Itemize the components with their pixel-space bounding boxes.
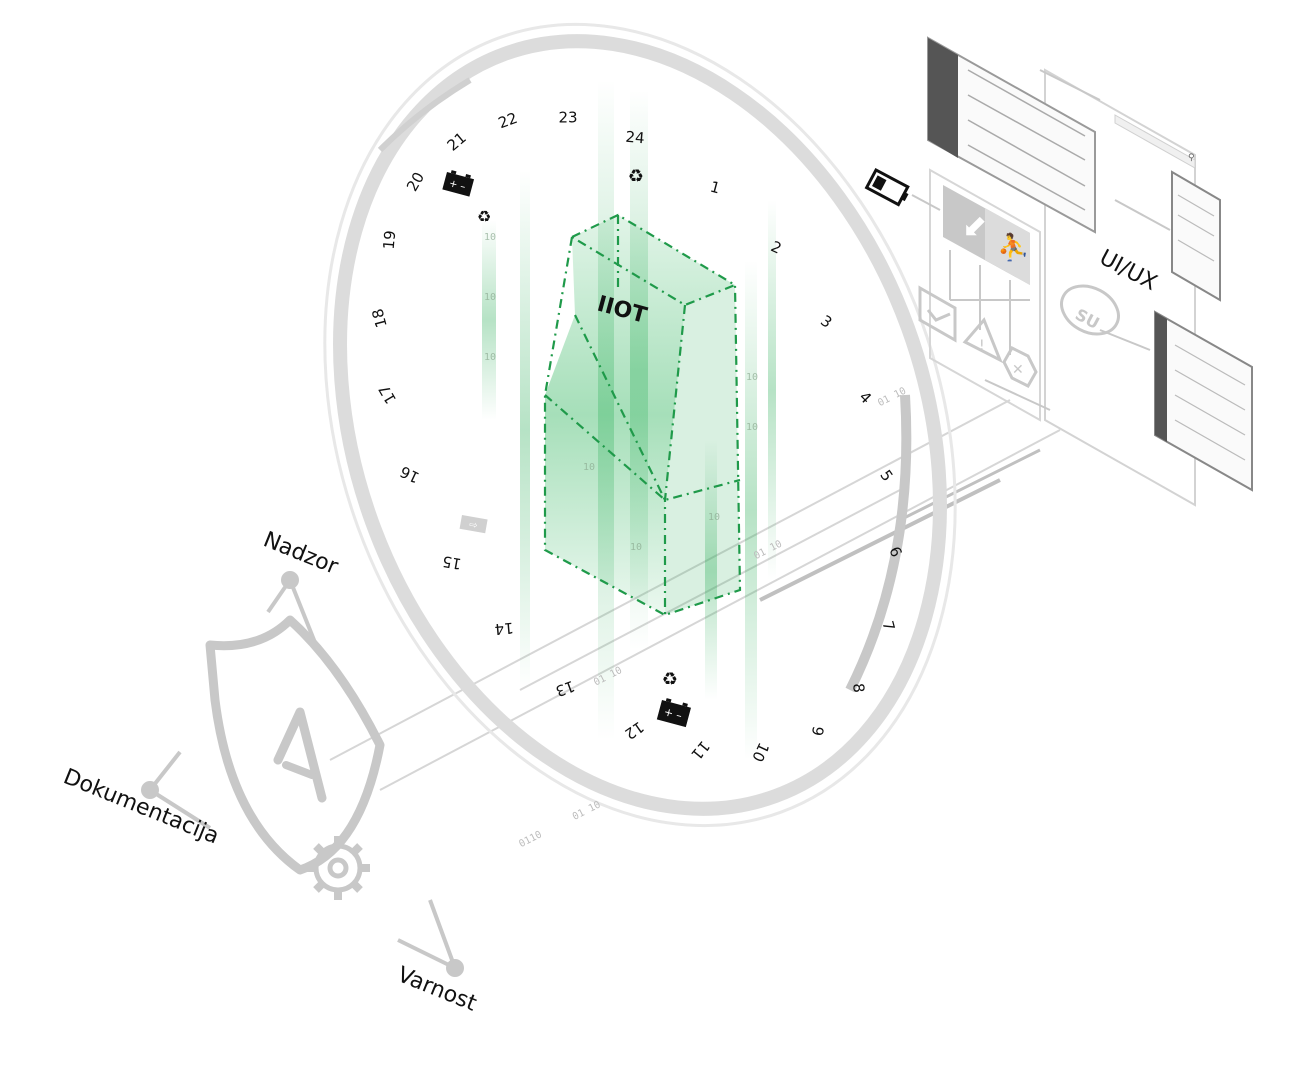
- warning-icon: !: [962, 317, 1003, 364]
- svg-text:01 10: 01 10: [571, 799, 603, 822]
- clock-number-14: 14: [494, 619, 515, 639]
- clock-number-19: 19: [380, 230, 400, 251]
- svg-text:10: 10: [484, 232, 496, 243]
- clock-number-17: 17: [375, 381, 400, 407]
- dokumentacija-label: Dokumentacija: [60, 764, 223, 849]
- check-icon: [918, 285, 957, 343]
- clock-number-21: 21: [444, 129, 470, 155]
- svg-text:⛹: ⛹: [997, 231, 1029, 263]
- clock-number-8: 8: [849, 682, 868, 693]
- uiux-panel-group: ⚲: [864, 36, 1253, 507]
- svg-text:0110: 0110: [517, 829, 543, 850]
- nadzor-label: Nadzor: [260, 527, 343, 580]
- clock-number-24: 24: [625, 128, 646, 148]
- screen-panel-small: [1171, 170, 1221, 302]
- gear-icon: [306, 836, 370, 900]
- svg-text:10: 10: [484, 292, 496, 303]
- svg-text:♻: ♻: [628, 166, 644, 187]
- clock-number-20: 20: [403, 169, 428, 195]
- svg-text:!: !: [979, 338, 985, 354]
- clock-number-22: 22: [496, 109, 520, 132]
- clock-number-1: 1: [708, 178, 722, 198]
- svg-text:♻: ♻: [477, 207, 491, 226]
- iiot-box: [543, 213, 742, 617]
- svg-text:✕: ✕: [1012, 362, 1024, 378]
- battery-icon: + –: [656, 698, 691, 728]
- svg-text:♻: ♻: [662, 669, 678, 690]
- shield-a-icon: [205, 615, 385, 875]
- clock-number-4: 4: [856, 388, 875, 407]
- clock-number-23: 23: [558, 109, 577, 127]
- svg-text:+ –: + –: [662, 705, 683, 722]
- svg-text:10: 10: [708, 512, 720, 523]
- emergency-exit-icon: ⇨: [459, 515, 488, 534]
- svg-text:⬋: ⬋: [962, 209, 987, 244]
- svg-text:10: 10: [583, 462, 595, 473]
- recycle-icon: ♻ ♻ ♻: [477, 166, 678, 690]
- svg-text:10: 10: [746, 422, 758, 433]
- search-bar: ⚲: [1114, 114, 1196, 169]
- screen-panel-main: [927, 36, 1096, 234]
- search-icon: ⚲: [1188, 153, 1195, 163]
- screen-panel-bottom: [1154, 310, 1253, 492]
- emergency-exit-icon: ⬋ ⛹: [943, 185, 1030, 285]
- svg-text:⇨: ⇨: [468, 519, 478, 531]
- svg-text:10: 10: [484, 352, 496, 363]
- clock-number-16: 16: [397, 462, 422, 486]
- svg-text:10: 10: [746, 372, 758, 383]
- clock-number-18: 18: [368, 307, 390, 330]
- clock-number-3: 3: [817, 311, 835, 331]
- battery-low-icon: [864, 167, 910, 207]
- error-icon: ✕: [1002, 346, 1038, 388]
- battery-icon: + –: [442, 170, 475, 197]
- clock-number-12: 12: [621, 718, 647, 744]
- varnost-label: Varnost: [394, 962, 481, 1016]
- svg-text:10: 10: [630, 542, 642, 553]
- clock-number-13: 13: [553, 677, 577, 700]
- clock-number-7: 7: [879, 619, 899, 633]
- binary-streams: 10 10 10 10 10 10 10 10: [484, 232, 758, 553]
- svg-text:+ –: + –: [448, 178, 467, 193]
- pin-connectors: [141, 571, 464, 977]
- clock-number-9: 9: [808, 725, 827, 738]
- clock-number-11: 11: [687, 737, 713, 763]
- clock-number-15: 15: [441, 552, 463, 573]
